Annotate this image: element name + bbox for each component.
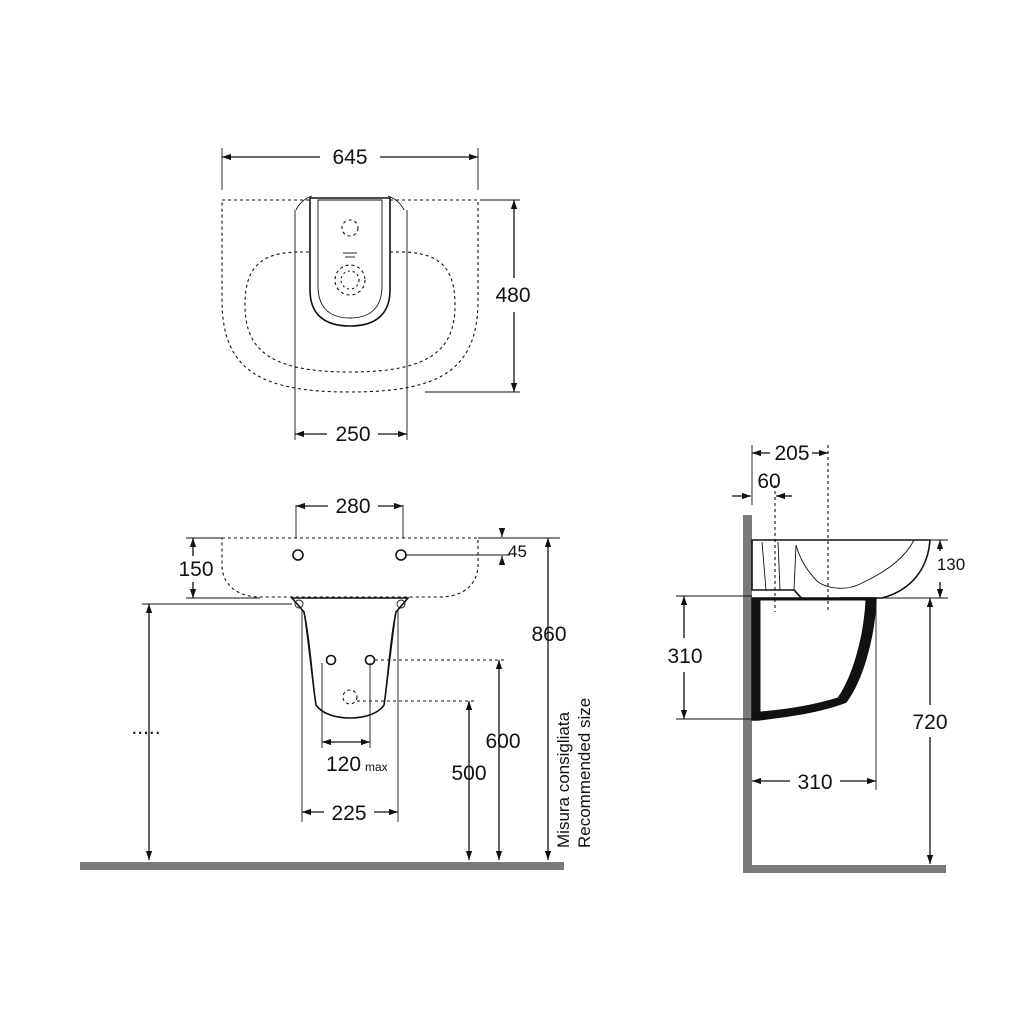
side-view: 205 60 130 310 720 310	[667, 442, 965, 873]
side-pedestal-height-label: 310	[667, 645, 702, 668]
side-wall	[743, 515, 752, 872]
front-inlet-spacing-suffix: max	[365, 760, 388, 774]
basin-top-outline	[221, 199, 479, 393]
front-rim-offset-label: 45	[508, 542, 527, 561]
tap-hole	[341, 219, 359, 237]
front-basin-height-label: 150	[178, 558, 213, 581]
pedestal-front	[290, 597, 410, 719]
side-pedestal-depth-dimension: 310	[752, 771, 876, 794]
top-width-label: 645	[332, 146, 367, 169]
top-pedestal-dimension: 250	[295, 423, 407, 446]
water-inlets	[325, 654, 376, 666]
side-pedestal-height-dimension: 310	[667, 596, 703, 719]
side-projection-dimension: 205	[752, 442, 828, 465]
front-total-height-label: 860	[531, 623, 566, 646]
waste-outlet	[334, 264, 366, 296]
front-pedestal-width-dimension: 225	[302, 802, 398, 825]
tap-hole-right	[395, 549, 407, 561]
side-offset-label: 60	[757, 470, 780, 493]
side-projection-label: 205	[774, 442, 809, 465]
front-waste	[342, 689, 358, 705]
recommended-label-en: Recommended size	[575, 698, 594, 848]
top-view: 645 250 480	[221, 146, 531, 446]
side-rim-height-label: 720	[912, 711, 947, 734]
front-floor	[80, 862, 564, 870]
top-depth-dimension: 480	[495, 200, 531, 392]
front-floor-gap-label: .....	[131, 716, 160, 739]
bowl-top-outline	[244, 251, 456, 373]
front-inlet-spacing-label: 120	[326, 753, 361, 776]
recommended-label-it: Misura consigliata	[554, 711, 573, 848]
front-basin-height-dimension: 150	[178, 538, 214, 598]
tap-hole-left	[292, 549, 304, 561]
top-width-dimension: 645	[222, 146, 478, 169]
basin-front-outline	[221, 537, 479, 598]
front-pedestal-width-label: 225	[331, 802, 366, 825]
side-floor	[743, 865, 946, 873]
front-tap-spacing-dimension: 280	[296, 495, 403, 518]
side-basin-height-label: 130	[937, 555, 965, 574]
side-pedestal-depth-label: 310	[797, 771, 832, 794]
front-view: 280 150 45 120 max	[80, 495, 594, 870]
top-pedestal-label: 250	[335, 423, 370, 446]
tap-deck	[309, 197, 391, 327]
front-inlet-height-label: 600	[485, 730, 520, 753]
front-tap-spacing-label: 280	[335, 495, 370, 518]
front-waste-height-label: 500	[451, 762, 486, 785]
top-depth-label: 480	[495, 284, 530, 307]
